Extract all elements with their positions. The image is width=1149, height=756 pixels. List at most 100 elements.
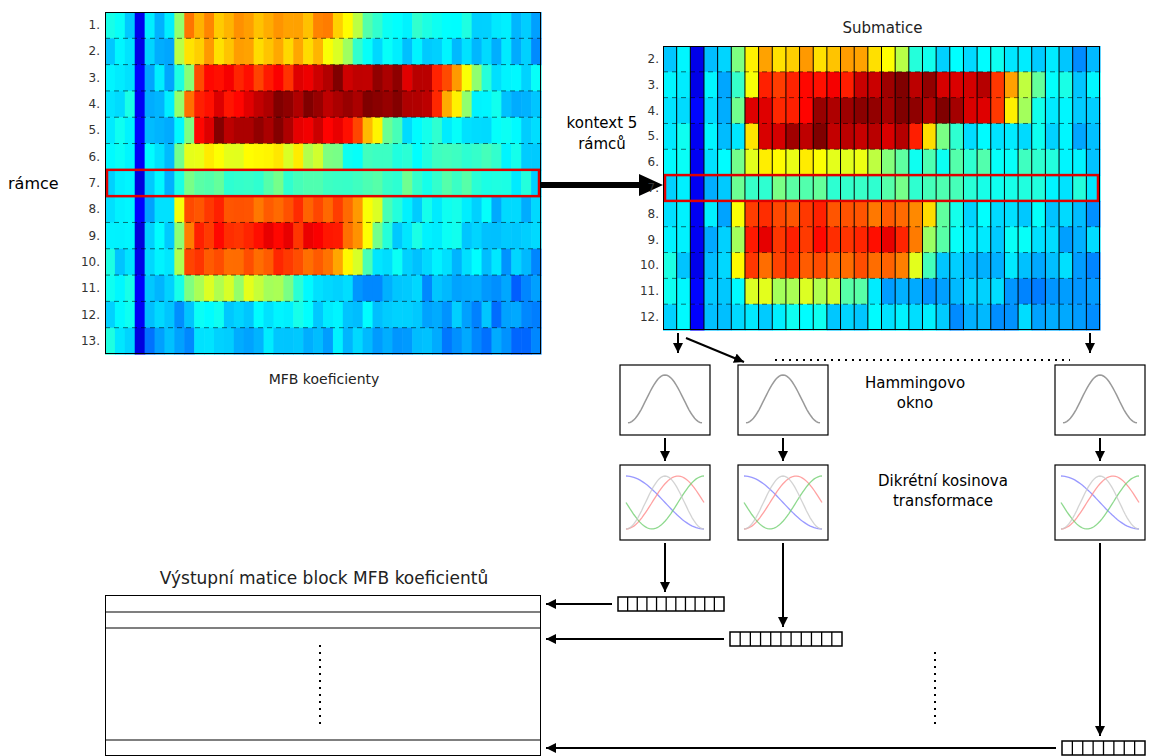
row-line [105,275,541,276]
heat-cell [214,301,225,328]
heat-cell [991,175,1005,201]
heat-cell [854,72,868,98]
heat-cell [1018,175,1032,201]
heat-cell [950,149,964,175]
heat-cell [827,175,841,201]
heat-cell [273,328,284,355]
heat-cell [422,38,433,65]
heat-cell [293,38,304,65]
heat-cell [382,12,393,39]
heat-cell [827,149,841,175]
heat-cell [1059,304,1073,330]
heat-cell [343,12,354,39]
heat-cell [521,38,532,65]
heat-cell [677,123,691,149]
heat-cell [363,65,374,92]
heat-cell [800,149,814,175]
heat-cell [164,249,175,276]
heat-cell [482,301,493,328]
heat-cell [135,170,146,197]
heat-cell [382,91,393,118]
heat-cell [501,117,512,144]
column-line [1086,46,1087,330]
heat-cell [704,253,718,279]
heat-cell [105,196,116,223]
heat-cell [303,38,314,65]
heat-cell [690,253,704,279]
heat-cell [491,275,502,302]
heat-cell [402,65,413,92]
heat-cell [472,196,483,223]
vector-cell [656,597,657,611]
heat-cell [204,222,215,249]
column-line [1072,46,1073,330]
heat-cell [264,222,275,249]
heat-cell [841,123,855,149]
arrow-shaft [541,182,645,188]
heat-cell [135,222,146,249]
heat-cell [234,12,245,39]
vector-cell [1113,741,1114,755]
heat-cell [234,301,245,328]
window-box [620,365,710,435]
row-number: 4. [58,95,100,113]
heat-cell [224,144,235,171]
heat-cell [283,196,294,223]
heat-cell [511,144,522,171]
heat-cell [234,144,245,171]
heat-cell [922,278,936,304]
heat-cell [759,253,773,279]
heat-cell [303,249,314,276]
heat-cell [472,144,483,171]
column-line [676,46,677,330]
heat-cell [125,38,136,65]
heat-cell [868,46,882,72]
heat-cell [1045,98,1059,124]
heat-cell [234,222,245,249]
heat-cell [115,222,126,249]
heat-cell [854,175,868,201]
heat-cell [264,38,275,65]
column-line [895,46,896,330]
heat-cell [786,304,800,330]
heat-cell [731,46,745,72]
heat-cell [501,91,512,118]
ellipsis-dots [775,359,1070,361]
heat-cell [663,123,677,149]
row-number: 13. [58,332,100,350]
heat-cell [164,196,175,223]
dct-box [620,465,710,540]
heat-cell [353,144,364,171]
row-number: 8. [58,200,100,218]
heat-cell [313,12,324,39]
heat-cell [293,170,304,197]
heat-cell [373,144,384,171]
heat-cell [991,123,1005,149]
heat-cell [909,98,923,124]
row-line [105,64,541,65]
heat-cell [462,170,473,197]
heat-cell [194,301,205,328]
heat-cell [759,72,773,98]
heat-cell [363,91,374,118]
heat-cell [174,275,185,302]
heat-cell [303,328,314,355]
heat-cell [841,201,855,227]
row-number: 7. [58,174,100,192]
heat-cell [313,222,324,249]
heat-cell [333,65,344,92]
heat-cell [125,328,136,355]
column-line [949,46,950,330]
heat-cell [690,123,704,149]
heat-cell [452,249,463,276]
column-line [908,46,909,330]
heat-cell [731,149,745,175]
heat-cell [392,222,403,249]
heat-cell [145,12,156,39]
heat-cell [1059,227,1073,253]
heat-cell [293,117,304,144]
heat-cell [155,249,166,276]
heat-cell [115,275,126,302]
heat-cell [204,144,215,171]
heat-cell [501,275,512,302]
